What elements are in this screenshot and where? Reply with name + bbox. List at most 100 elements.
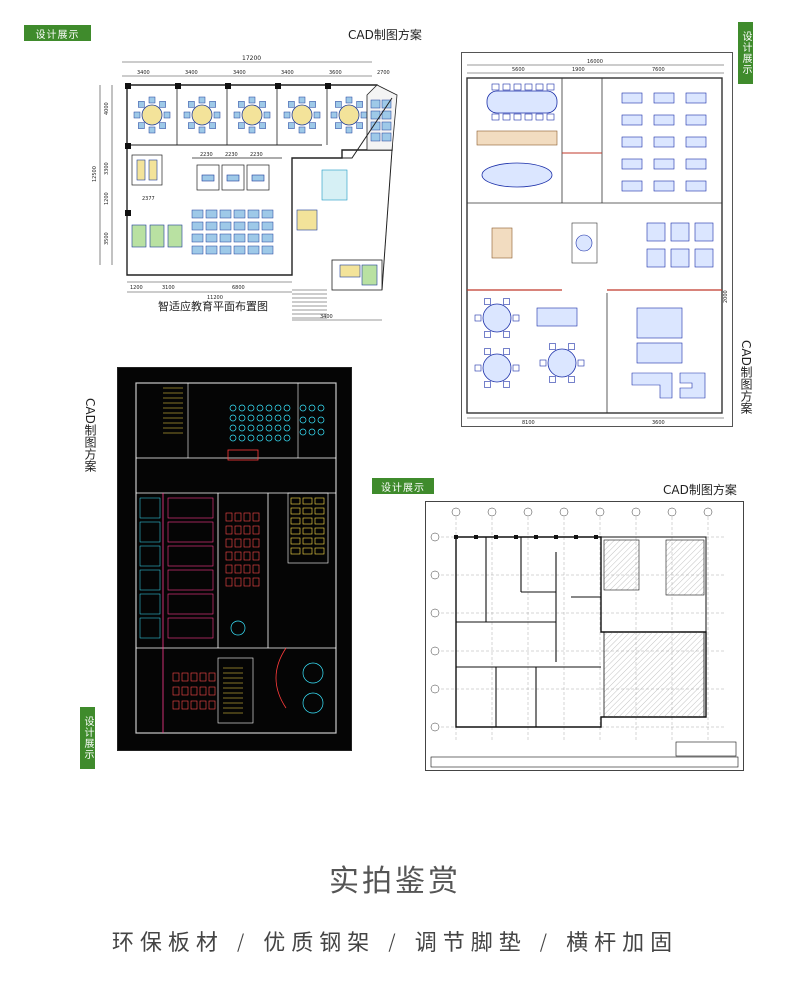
class-desk xyxy=(247,221,260,231)
class-desk xyxy=(261,221,274,231)
seat xyxy=(238,414,246,422)
dim-bottom-seg: 1200 xyxy=(130,285,143,291)
dim2-top-total: 16000 xyxy=(587,59,603,65)
class-desk xyxy=(191,233,204,243)
office-desk xyxy=(653,180,675,192)
class-desk xyxy=(247,245,260,255)
seat xyxy=(234,525,242,535)
seat xyxy=(225,512,233,522)
cad-caption-3: CAD制图方案 xyxy=(83,398,97,472)
class-desk xyxy=(219,233,232,243)
seat xyxy=(274,404,282,412)
seat xyxy=(243,551,251,561)
seat xyxy=(243,525,251,535)
dim2-bottom-seg: 8100 xyxy=(522,420,535,426)
class-desk xyxy=(261,233,274,243)
seat xyxy=(234,538,242,548)
class-desk xyxy=(233,221,246,231)
chair xyxy=(263,111,271,119)
chair xyxy=(288,122,295,129)
chair xyxy=(345,96,353,104)
seat xyxy=(247,434,255,442)
seat xyxy=(265,404,273,412)
class-desk xyxy=(191,221,204,231)
dim-top-seg: 3400 xyxy=(137,70,150,76)
office-desk xyxy=(685,180,707,192)
seat xyxy=(229,414,237,422)
desk xyxy=(381,110,392,120)
chair xyxy=(309,122,316,129)
round-table xyxy=(141,104,163,126)
seat xyxy=(247,404,255,412)
round-table xyxy=(482,303,512,333)
chair xyxy=(248,96,256,104)
seat xyxy=(243,538,251,548)
chair xyxy=(148,96,156,104)
dim2-bottom-seg: 3600 xyxy=(652,420,665,426)
chair xyxy=(259,101,266,108)
class-desk xyxy=(205,233,218,243)
office-desk xyxy=(646,222,666,242)
seat xyxy=(274,414,282,422)
chair xyxy=(345,126,353,134)
seat xyxy=(283,424,291,432)
class-desk xyxy=(247,209,260,219)
seat xyxy=(265,424,273,432)
seat xyxy=(283,404,291,412)
class-desk xyxy=(233,245,246,255)
office-desk xyxy=(621,136,643,148)
desk xyxy=(370,99,381,109)
chair xyxy=(198,96,206,104)
dim-top-seg: 3400 xyxy=(281,70,294,76)
office-desk xyxy=(670,248,690,268)
seat xyxy=(274,434,282,442)
seat xyxy=(225,525,233,535)
chair xyxy=(248,126,256,134)
office-desk xyxy=(653,136,675,148)
office-desk xyxy=(653,158,675,170)
dim-top-seg: 2700 xyxy=(377,70,390,76)
plan-title-education: 智适应教育平面布置图 xyxy=(158,300,268,313)
seat xyxy=(265,434,273,442)
dim-left-seg: 4000 xyxy=(104,102,110,115)
dim-bottom-seg: 3100 xyxy=(162,285,175,291)
class-desk xyxy=(219,221,232,231)
dim-mid-seg: 2230 xyxy=(250,152,263,158)
seat xyxy=(229,424,237,432)
office-desk xyxy=(653,114,675,126)
round-table xyxy=(191,104,213,126)
office-desk xyxy=(685,114,707,126)
seat xyxy=(256,414,264,422)
chair xyxy=(356,122,363,129)
floor-plan-dark-cad-drawing xyxy=(135,382,337,734)
class-desk xyxy=(219,209,232,219)
floor-plan-architectural-drawing xyxy=(430,507,739,768)
chair xyxy=(209,122,216,129)
chair xyxy=(309,101,316,108)
dim-left-seg: 3300 xyxy=(104,162,110,175)
office-desk xyxy=(694,248,714,268)
chair xyxy=(163,111,171,119)
chair xyxy=(298,126,306,134)
desk xyxy=(381,121,392,131)
desk xyxy=(381,132,392,142)
chair xyxy=(138,101,145,108)
class-desk xyxy=(261,245,274,255)
chair xyxy=(360,111,368,119)
chair xyxy=(198,126,206,134)
chair xyxy=(335,101,342,108)
chair xyxy=(238,101,245,108)
office-desk xyxy=(685,92,707,104)
seat xyxy=(229,434,237,442)
class-desk xyxy=(205,245,218,255)
seat xyxy=(243,512,251,522)
office-desk xyxy=(621,158,643,170)
class-desk xyxy=(205,209,218,219)
class-desk xyxy=(191,209,204,219)
chair xyxy=(313,111,321,119)
dim-top-seg: 3400 xyxy=(185,70,198,76)
office-desk xyxy=(621,180,643,192)
design-show-tag-right: 设计展示 xyxy=(738,22,753,84)
